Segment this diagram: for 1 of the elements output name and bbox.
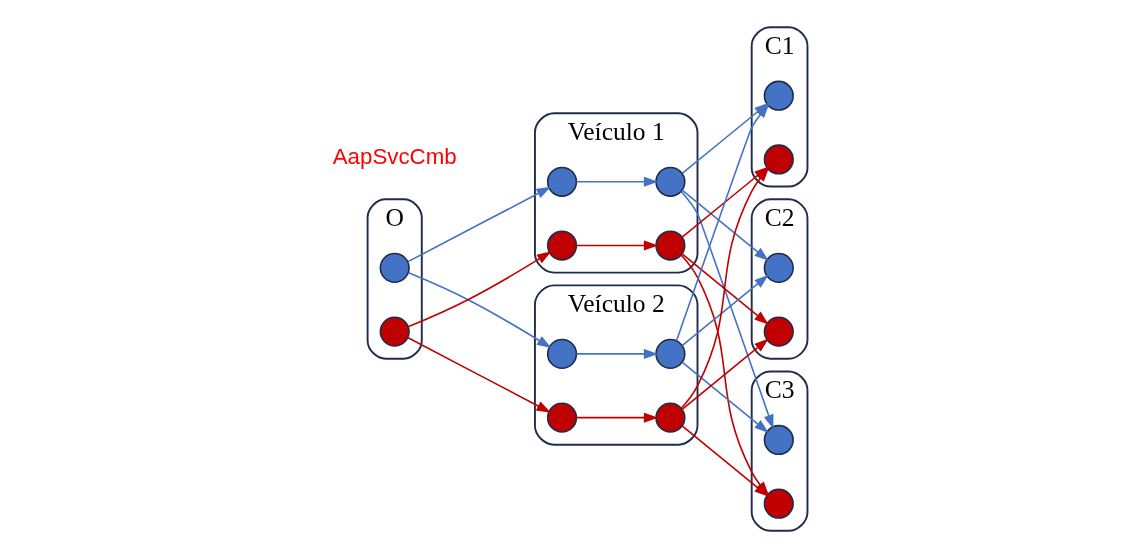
label: AapSvcCmb [332,143,457,169]
